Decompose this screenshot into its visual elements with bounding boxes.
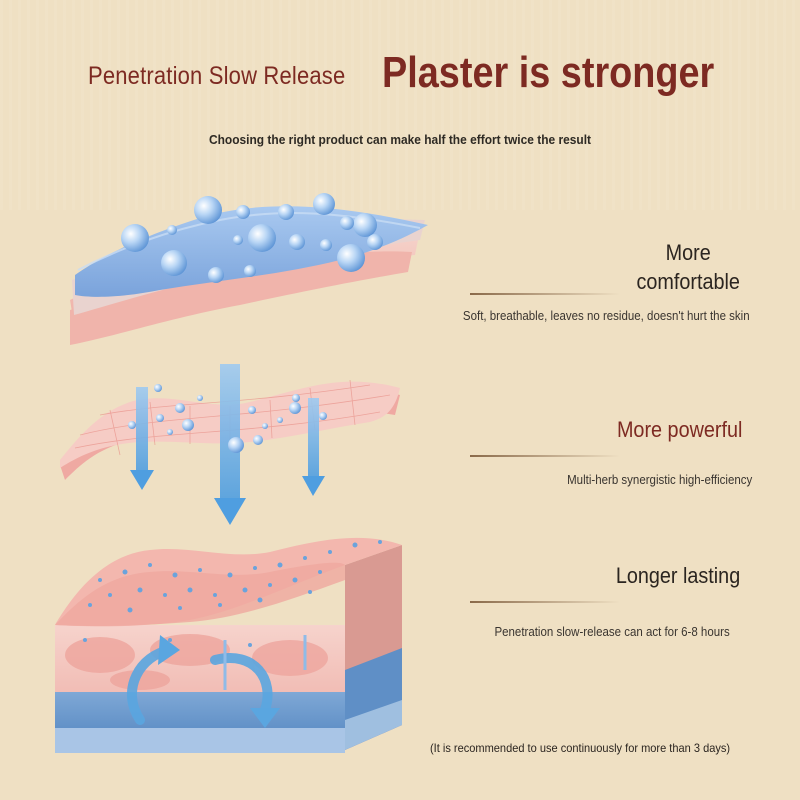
feature-lasting: Longer lasting Penetration slow-release … — [460, 561, 790, 641]
skin-layers-illustration — [55, 193, 428, 753]
bubbles-mid — [128, 384, 327, 453]
penetration-arrows — [130, 364, 325, 525]
feature-description: Multi-herb synergistic high-efficiency — [566, 473, 752, 487]
background-texture — [0, 0, 800, 210]
skin-block-layer — [55, 537, 402, 753]
bubbles-top — [121, 193, 383, 283]
feature-comfortable: More comfortable Soft, breathable, leave… — [460, 238, 790, 338]
subtitle: Choosing the right product can make half… — [208, 132, 592, 147]
feature-powerful: More powerful Multi-herb synergistic hig… — [460, 415, 790, 495]
feature-heading-line2: comfortable — [636, 269, 740, 294]
feature-description: Soft, breathable, leaves no residue, doe… — [463, 309, 750, 323]
feature-description: Penetration slow-release can act for 6-8… — [494, 625, 730, 639]
bubbles-bottom — [83, 540, 382, 647]
title-big: Plaster is stronger — [382, 48, 715, 97]
title-row: Penetration Slow Release Plaster is stro… — [0, 42, 800, 112]
feature-heading-line1: More — [665, 240, 711, 265]
divider — [470, 293, 620, 295]
divider — [470, 601, 620, 603]
feature-heading: More comfortable — [637, 238, 740, 296]
skin-sheet-layer — [60, 364, 400, 525]
title-small: Penetration Slow Release — [88, 62, 346, 90]
feature-heading: More powerful — [616, 417, 742, 442]
usage-note: (It is recommended to use continuously f… — [430, 741, 731, 755]
feature-heading: Longer lasting — [615, 563, 740, 588]
divider — [470, 455, 620, 457]
